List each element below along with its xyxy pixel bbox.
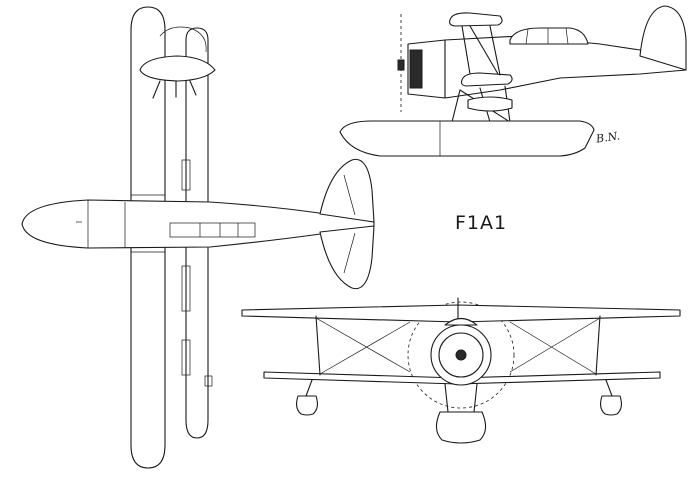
bracing-wire <box>509 321 597 375</box>
bracing-wire <box>315 317 411 373</box>
interplane-strut <box>461 25 471 75</box>
propeller-disc <box>407 301 515 409</box>
tip-float-strut <box>605 379 613 397</box>
cockpit-canopy <box>169 222 256 238</box>
side-view <box>339 5 687 157</box>
side-view-upper-wing <box>449 12 503 27</box>
float-outline <box>159 26 207 53</box>
side-view-canopy <box>509 27 589 45</box>
elevator-line <box>343 232 356 274</box>
engine-cylinders <box>409 49 423 89</box>
interplane-strut <box>489 25 501 76</box>
side-view-lower-wing <box>460 72 513 87</box>
float-strut <box>473 383 478 413</box>
front-view-left-tip-float <box>295 395 319 416</box>
float-strut <box>152 80 161 99</box>
interplane-strut <box>595 315 601 376</box>
top-view <box>21 6 375 469</box>
interplane-strut <box>315 315 321 376</box>
front-view-main-float <box>435 411 487 444</box>
propeller-hub <box>397 59 405 71</box>
float-fairing <box>467 96 513 112</box>
top-aileron <box>181 159 191 191</box>
side-view-main-float <box>339 120 595 157</box>
top-view-tailplane-upper <box>319 158 375 223</box>
front-view-right-tip-float <box>599 395 623 416</box>
front-view-canopy <box>444 317 478 326</box>
bottom-aileron <box>181 339 191 376</box>
side-view-fin <box>639 5 687 71</box>
front-view <box>241 297 681 444</box>
float-strut <box>189 80 197 96</box>
canopy-frame <box>565 27 569 45</box>
bracing-wire <box>509 317 601 373</box>
float-strut <box>451 89 461 123</box>
elevator-line <box>343 174 356 216</box>
top-view-tailplane-lower <box>319 225 375 290</box>
top-view-fuselage <box>21 199 375 249</box>
float-strut <box>444 383 449 413</box>
aircraft-designation: F1A1 <box>455 212 508 234</box>
fitting <box>204 375 213 387</box>
canopy-frame <box>525 28 529 45</box>
flap <box>181 265 191 312</box>
spinner <box>455 349 467 361</box>
tip-float-strut <box>305 379 313 397</box>
top-view-wingtip-float <box>139 55 216 82</box>
bracing-wire <box>469 25 499 75</box>
bracing-wire <box>319 321 411 375</box>
